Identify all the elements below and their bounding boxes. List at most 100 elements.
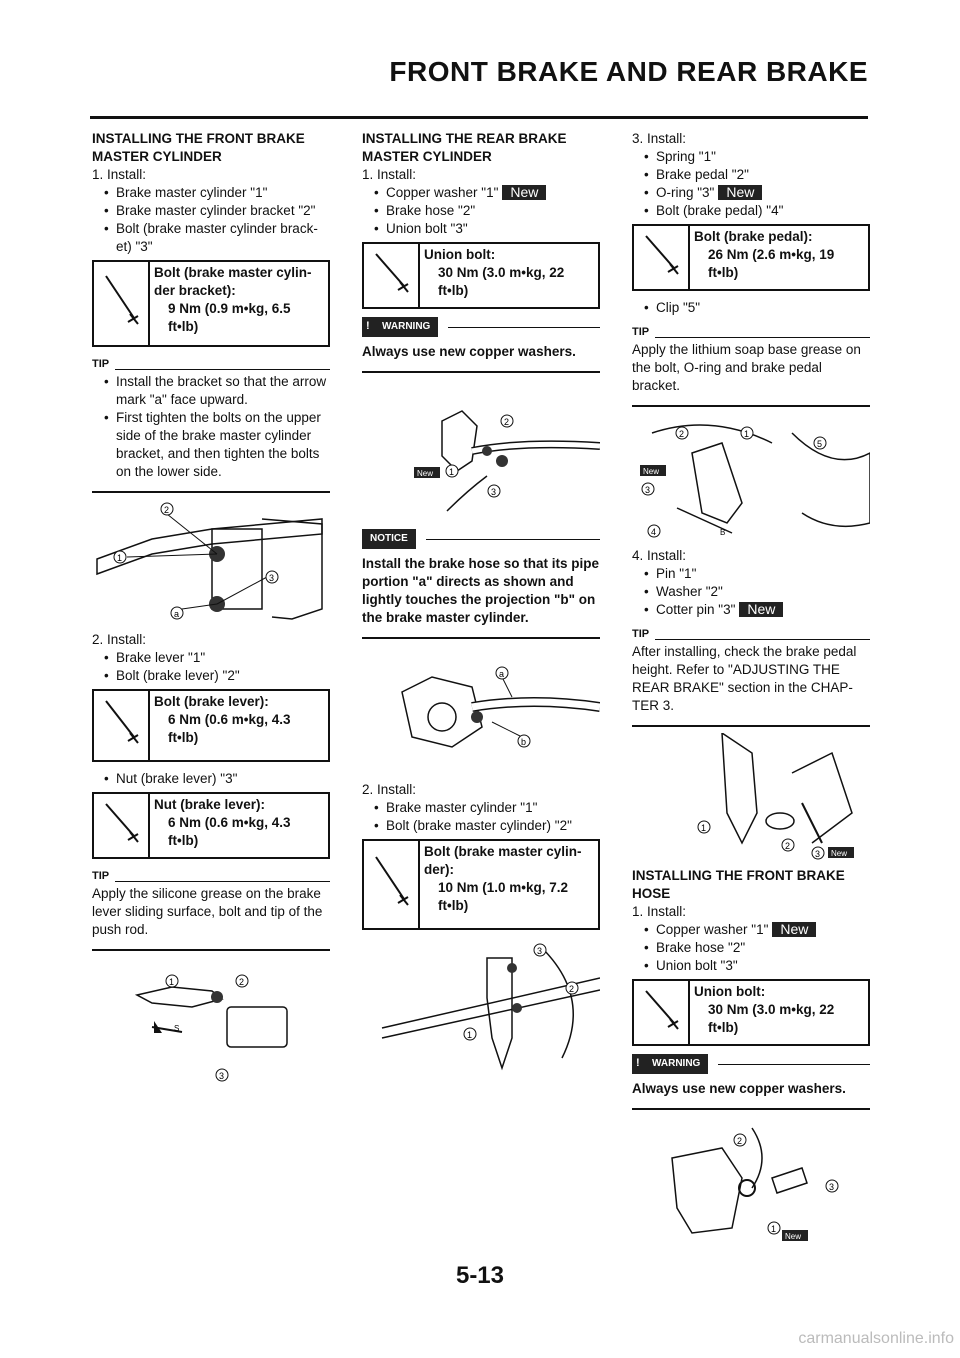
warning-text: Always use new copper washers. <box>632 1074 870 1110</box>
page-number: 5-13 <box>455 1262 505 1289</box>
step-label: 1. Install: <box>362 167 417 182</box>
list-item: Nut (brake lever) "3" <box>92 770 330 788</box>
new-badge: New <box>831 849 847 858</box>
list-item-text: Copper washer "1" <box>656 922 769 937</box>
list-item: First tighten the bolts on the upper sid… <box>92 409 330 481</box>
list-item: Bolt (brake lever) "2" <box>92 667 330 685</box>
tip-heading: TIP <box>92 870 110 882</box>
tip-text: Apply the lithium soap base grease on th… <box>632 341 870 407</box>
new-badge: New <box>772 922 817 937</box>
torque-spec-box: Bolt (brake pedal): 26 Nm (2.6 m•kg, 19 f… <box>632 224 870 291</box>
torque-label: Nut (brake lever): <box>154 797 266 812</box>
torque-label: Union bolt: <box>424 247 496 262</box>
new-badge: New <box>502 185 547 200</box>
torque-wrench-icon <box>94 794 150 857</box>
callout-label: 1 <box>701 823 706 833</box>
list-item: Copper washer "1"New <box>632 921 870 939</box>
callout-label: 1 <box>117 553 122 563</box>
torque-label: Union bolt: <box>694 984 766 999</box>
step-label: 3. Install: <box>632 131 687 146</box>
callout-label: 1 <box>169 977 174 987</box>
list-item: Brake master cylinder bracket "2" <box>92 202 330 220</box>
new-badge: New <box>718 185 763 200</box>
torque-wrench-icon <box>94 262 150 345</box>
callout-label: 3 <box>645 485 650 495</box>
list-item: Pin "1" <box>632 565 870 583</box>
callout-label: 2 <box>679 429 684 439</box>
torque-wrench-icon <box>364 244 420 307</box>
callout-label: 2 <box>504 417 509 427</box>
list-item: Brake hose "2" <box>632 939 870 957</box>
new-badge: New <box>785 1232 801 1241</box>
torque-label: Bolt (brake master cylin-der bracket): <box>154 265 312 298</box>
step-label: 1. Install: <box>632 904 687 919</box>
notice-box: NOTICE Install the brake hose so that it… <box>362 529 600 639</box>
torque-label: Bolt (brake master cylin-der): <box>424 844 582 877</box>
callout-label: 5 <box>817 439 822 449</box>
callout-label: B <box>720 528 725 537</box>
torque-label: Bolt (brake pedal): <box>694 229 813 244</box>
list-item: Brake master cylinder "1" <box>362 799 600 817</box>
tip-box: TIP After installing, check the brake pe… <box>632 625 870 727</box>
list-item: Bolt (brake pedal) "4" <box>632 202 870 220</box>
illustration-pedal-pin: 1 2 3 New <box>632 733 870 863</box>
tip-box: TIP Apply the lithium soap base grease o… <box>632 323 870 407</box>
step-label: 2. Install: <box>362 782 417 797</box>
torque-value: 10 Nm (1.0 m•kg, 7.2 ft•lb) <box>438 880 569 913</box>
column-left: INSTALLING THE FRONT BRAKE MASTER CYLIND… <box>92 130 330 1111</box>
column-middle: INSTALLING THE REAR BRAKE MASTER CYLINDE… <box>362 130 600 1122</box>
new-badge: New <box>739 602 784 617</box>
step-label: 4. Install: <box>632 548 687 563</box>
torque-value: 26 Nm (2.6 m•kg, 19 ft•lb) <box>708 247 835 280</box>
torque-wrench-icon <box>634 981 690 1044</box>
illustration-caliper-hose: 2 3 1 New <box>632 1118 870 1248</box>
callout-label: 1 <box>771 1224 776 1234</box>
torque-value: 30 Nm (3.0 m•kg, 22 ft•lb) <box>708 1002 835 1035</box>
callout-label: 1 <box>449 467 454 477</box>
step-label: 2. Install: <box>92 632 147 647</box>
torque-value: 9 Nm (0.9 m•kg, 6.5 ft•lb) <box>168 301 291 334</box>
callout-label: 4 <box>651 527 656 537</box>
list-item: Union bolt "3" <box>632 957 870 975</box>
illustration-master-cylinder-bracket: 2 1 3 a <box>92 499 330 627</box>
illustration-rear-master-cylinder-hose: 2 1 3 New <box>362 381 600 521</box>
list-item: Bolt (brake master cylinder brack-et) "3… <box>92 220 330 256</box>
callout-label: a <box>499 669 504 679</box>
illustration-brake-lever: 1 2 3 S <box>92 957 330 1107</box>
list-item: Brake lever "1" <box>92 649 330 667</box>
callout-label: 2 <box>737 1136 742 1146</box>
torque-value: 6 Nm (0.6 m•kg, 4.3 ft•lb) <box>168 712 291 745</box>
callout-label: 2 <box>785 841 790 851</box>
tip-text: Apply the silicone grease on the brake l… <box>92 885 330 951</box>
torque-wrench-icon <box>94 691 150 760</box>
list-item: Union bolt "3" <box>362 220 600 238</box>
callout-label: 2 <box>164 505 169 515</box>
torque-spec-box: Union bolt: 30 Nm (3.0 m•kg, 22 ft•lb) <box>632 979 870 1046</box>
callout-label: 2 <box>239 977 244 987</box>
tip-heading: TIP <box>632 628 650 640</box>
torque-wrench-icon <box>364 841 420 928</box>
torque-spec-box: Union bolt: 30 Nm (3.0 m•kg, 22 ft•lb) <box>362 242 600 309</box>
column-right: 3. Install: Spring "1" Brake pedal "2" O… <box>632 130 870 1252</box>
torque-spec-box: Bolt (brake master cylin-der):10 Nm (1.0… <box>362 839 600 930</box>
list-item: O-ring "3"New <box>632 184 870 202</box>
watermark: carmanualsonline.info <box>798 1330 954 1347</box>
list-item-text: Cotter pin "3" <box>656 602 736 617</box>
callout-label: S <box>174 1024 179 1033</box>
step-label: 1. Install: <box>92 167 147 182</box>
illustration-rear-master-cylinder-mount: 3 2 1 <box>362 938 600 1118</box>
callout-label: 3 <box>219 1071 224 1081</box>
section-heading: INSTALLING THE FRONT BRAKE MASTER CYLIND… <box>92 131 305 164</box>
callout-label: 3 <box>269 573 274 583</box>
tip-heading: TIP <box>92 358 110 370</box>
torque-value: 30 Nm (3.0 m•kg, 22 ft•lb) <box>438 265 565 298</box>
torque-spec-box: Bolt (brake master cylin-der bracket):9 … <box>92 260 330 347</box>
list-item: Clip "5" <box>632 299 870 317</box>
warning-box: WARNING Always use new copper washers. <box>632 1054 870 1110</box>
callout-label: 1 <box>744 429 749 439</box>
list-item: Spring "1" <box>632 148 870 166</box>
warning-box: WARNING Always use new copper washers. <box>362 317 600 373</box>
warning-text: Always use new copper washers. <box>362 337 600 373</box>
new-badge: New <box>643 467 659 476</box>
new-badge: New <box>417 469 433 478</box>
